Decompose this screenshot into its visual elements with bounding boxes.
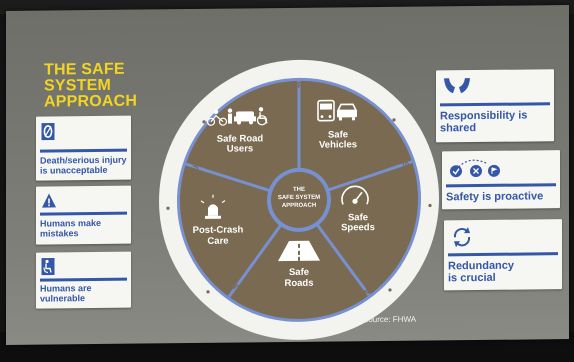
cycle-arrows-icon [453, 227, 471, 248]
card-divider [40, 211, 127, 216]
card-text-line-2: is crucial [448, 271, 496, 285]
card-humans-make-mistakes: Humans make mistakes [36, 185, 131, 245]
hands-icon [444, 78, 470, 94]
segment-post-crash-care: Post-Crash Care [193, 194, 244, 247]
center-hub-line-2: SAFE SYSTEM [278, 195, 320, 201]
card-text-line-1: Death/serious injury [40, 154, 127, 166]
segment-label-line-1: Safe [348, 212, 368, 223]
source-credit: Source: FHWA [363, 314, 417, 325]
center-hub-line-3: APPROACH [282, 203, 316, 209]
card-redundancy-crucial: Redundancy is crucial [444, 219, 562, 291]
segment-safe-roads: Safe Roads [278, 240, 320, 289]
card-responsibility-shared: Responsibility is shared [436, 69, 554, 143]
segment-label-line-1: Post-Crash [193, 224, 244, 236]
warning-icon [42, 193, 56, 208]
card-text: Redundancy is crucial [448, 259, 558, 285]
safe-system-wheel: DEATH/SERIOUS INJURY IS UNACCEPTABLE HUM… [154, 53, 439, 340]
center-hub [271, 171, 327, 228]
segment-safe-vehicles: Safe Vehicles [317, 99, 358, 151]
card-safety-proactive: Safety is proactive [442, 150, 560, 210]
zero-icon [41, 122, 55, 141]
card-death-serious-injury: Death/serious injury is unacceptable [36, 115, 131, 181]
segment-safe-speeds: Safe Speeds [341, 185, 375, 233]
card-text-line-2: vulnerable [40, 293, 86, 304]
segment-label-line-1: Safe [289, 267, 309, 278]
ring-dots [166, 118, 432, 294]
segment-label-line-2: Users [227, 143, 253, 154]
card-humans-are-vulnerable: Humans are vulnerable [36, 251, 131, 309]
road-icon [278, 240, 320, 262]
center-hub-line-1: THE [293, 187, 305, 193]
process-icon [450, 159, 500, 178]
siren-icon [200, 194, 226, 219]
card-text: Safety is proactive [446, 190, 556, 203]
card-divider [40, 277, 127, 282]
card-divider [448, 252, 558, 257]
segment-label-line-2: Speeds [341, 222, 375, 233]
segment-label-line-1: Safe [328, 129, 348, 140]
card-divider [40, 148, 127, 153]
card-text-line-2: mistakes [40, 228, 79, 239]
card-text: Responsibility is shared [440, 109, 550, 134]
card-text-line-1: Safety is proactive [446, 190, 544, 204]
vulnerable-person-icon [41, 257, 55, 276]
road-users-icon [206, 107, 268, 126]
card-divider [446, 183, 556, 188]
segment-label-line-2: Vehicles [319, 139, 357, 150]
card-divider [440, 102, 550, 107]
segment-label-line-2: Care [207, 236, 228, 247]
vehicles-icon [317, 99, 358, 122]
card-text-line-2: is unacceptable [40, 164, 108, 176]
card-text: Humans make mistakes [40, 218, 127, 239]
speedometer-icon [341, 185, 369, 205]
segment-safe-road-users: Safe Road Users [206, 107, 268, 155]
segment-label-line-1: Safe Road [217, 133, 264, 144]
segment-label-line-2: Roads [284, 278, 313, 289]
card-text: Humans are vulnerable [40, 283, 127, 304]
card-text: Death/serious injury is unacceptable [40, 155, 127, 176]
card-text-line-2: shared [440, 122, 477, 135]
projection-screen: THE SAFE SYSTEM APPROACH Death/serious i… [6, 5, 569, 345]
